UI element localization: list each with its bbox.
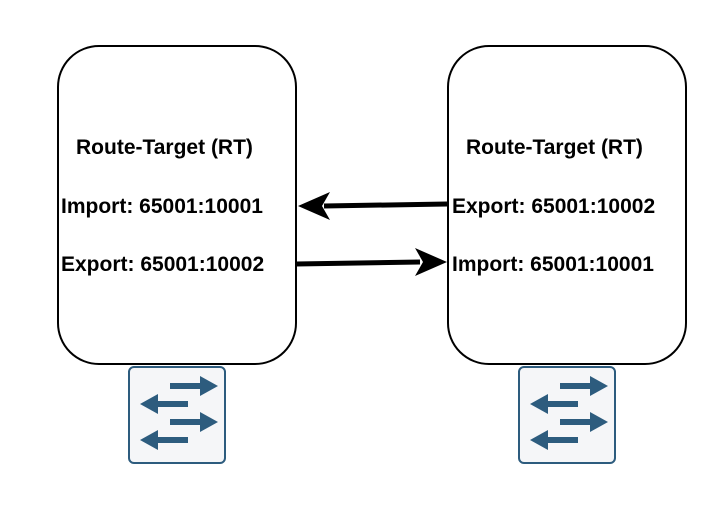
export-to-import-arrow-left <box>298 192 448 220</box>
right-export-label: Export: 65001:10002 <box>452 195 656 218</box>
right-import-label: Import: 65001:10001 <box>452 253 654 276</box>
export-to-import-arrow-right <box>295 248 447 276</box>
right-switch-icon <box>518 366 616 464</box>
right-route-target-title: Route-Target (RT) <box>466 136 643 159</box>
left-router-box <box>57 45 297 365</box>
right-router-box <box>447 45 687 365</box>
left-route-target-title: Route-Target (RT) <box>76 136 253 159</box>
left-switch-icon <box>128 366 226 464</box>
left-export-label: Export: 65001:10002 <box>61 253 265 276</box>
left-import-label: Import: 65001:10001 <box>61 195 263 218</box>
